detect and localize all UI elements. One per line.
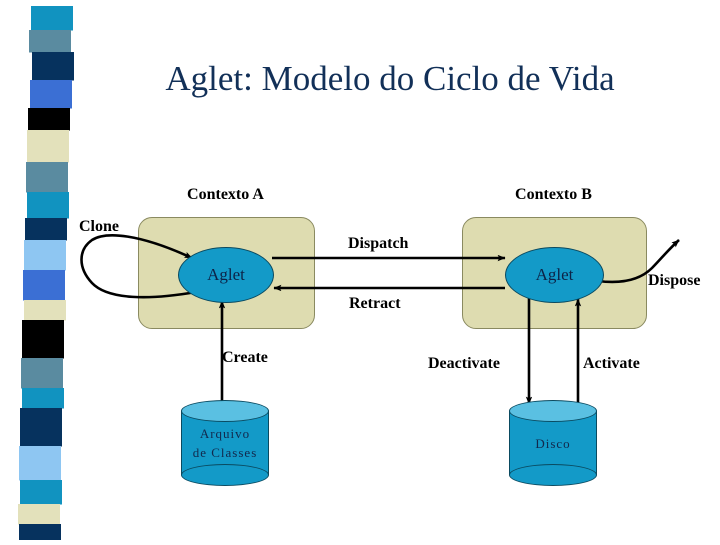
- stripe-band: [18, 504, 60, 525]
- stripe-band: [27, 130, 69, 163]
- stripe-band: [20, 480, 62, 505]
- aglet-node-a[interactable]: Aglet: [178, 247, 274, 303]
- stripe-band: [22, 388, 64, 409]
- stripe-band: [31, 6, 73, 31]
- stripe-band: [30, 80, 72, 109]
- class-file-cylinder[interactable]: Arquivo de Classes: [181, 400, 269, 486]
- edge-label-activate: Activate: [583, 355, 640, 372]
- edge-label-create: Create: [222, 349, 268, 366]
- cylinder-top: [509, 400, 597, 422]
- class-file-line-2: de Classes: [192, 445, 258, 460]
- edge-label-retract: Retract: [349, 295, 401, 312]
- stripe-band: [28, 108, 70, 131]
- edge-label-dispatch: Dispatch: [348, 235, 409, 252]
- stripe-band: [21, 358, 63, 389]
- page-title: Aglet: Modelo do Ciclo de Vida: [165, 59, 615, 98]
- disk-cylinder-label: Disco: [509, 400, 597, 486]
- stripe-band: [22, 320, 64, 359]
- stripe-band: [26, 162, 68, 193]
- context-b-label: Contexto B: [515, 186, 592, 203]
- stripe-band: [20, 408, 62, 447]
- cylinder-bottom: [509, 464, 597, 486]
- edge-label-dispose: Dispose: [648, 272, 701, 289]
- stripe-band: [30, 0, 72, 7]
- stripe-band: [25, 218, 67, 241]
- stripe-band: [19, 446, 61, 481]
- class-file-line-1: Arquivo: [199, 426, 251, 441]
- stripe-band: [24, 240, 66, 271]
- edge-label-clone: Clone: [79, 218, 119, 235]
- stripe-band: [24, 300, 66, 321]
- disk-line-1: Disco: [535, 435, 571, 451]
- stripe-svg: [18, 0, 74, 545]
- stripe-band: [32, 52, 74, 81]
- edge-label-deactivate: Deactivate: [428, 355, 500, 372]
- decorative-left-stripe: [0, 0, 90, 545]
- stripe-band: [19, 524, 61, 545]
- cylinder-bottom: [181, 464, 269, 486]
- disk-cylinder[interactable]: Disco: [509, 400, 597, 486]
- aglet-node-b[interactable]: Aglet: [505, 247, 604, 303]
- class-file-cylinder-label: Arquivo de Classes: [181, 400, 269, 486]
- cylinder-top: [181, 400, 269, 422]
- stripe-band: [23, 270, 65, 301]
- aglet-node-b-label: Aglet: [535, 265, 574, 284]
- stripe-band: [29, 30, 71, 53]
- context-a-label: Contexto A: [187, 186, 264, 203]
- aglet-node-a-label: Aglet: [207, 265, 245, 284]
- stripe-band: [27, 192, 69, 219]
